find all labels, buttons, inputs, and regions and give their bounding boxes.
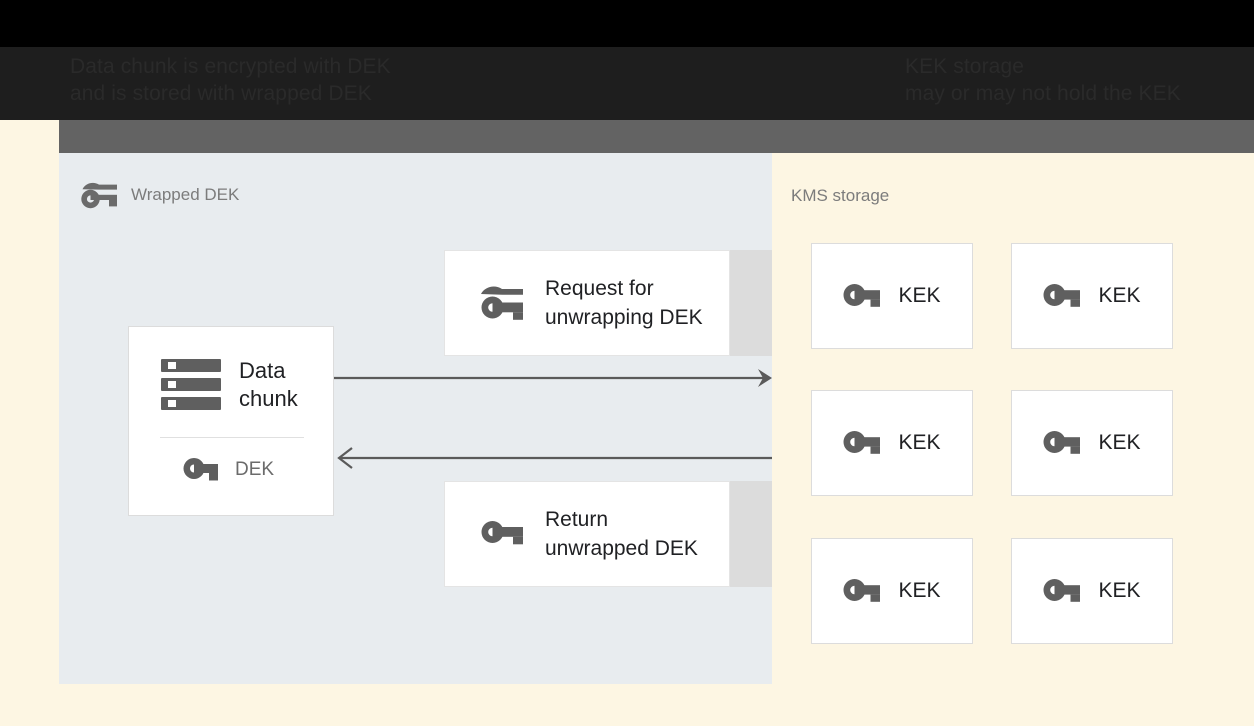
kek-card: KEK — [1011, 243, 1173, 349]
key-icon — [843, 578, 881, 605]
return-unwrapped-label: Return unwrapped DEK — [545, 508, 698, 560]
header-notch — [0, 98, 59, 120]
return-card-shadow — [730, 481, 772, 587]
key-icon — [1043, 430, 1081, 457]
kek-label: KEK — [898, 284, 941, 307]
key-icon — [479, 518, 525, 550]
kek-card: KEK — [1011, 538, 1173, 644]
kek-card: KEK — [811, 390, 973, 496]
arrow-return-left — [337, 447, 772, 469]
kek-card: KEK — [811, 538, 973, 644]
request-unwrap-card: Request for unwrapping DEK — [444, 250, 730, 356]
key-icon — [1043, 283, 1081, 310]
kek-card: KEK — [811, 243, 973, 349]
header-strip-notch — [0, 120, 59, 153]
header-caption-right: KEK storage may or may not hold the KEK — [905, 55, 1181, 105]
header-caption-left: Data chunk is encrypted with DEK and is … — [70, 55, 391, 105]
panel-title-kms-storage: KMS storage — [791, 186, 890, 205]
data-chunk-divider — [160, 437, 304, 438]
panel-title-wrapped-dek: Wrapped DEK — [131, 185, 240, 204]
arrow-request-right — [334, 369, 772, 387]
kek-label: KEK — [1098, 431, 1141, 454]
key-icon — [1043, 578, 1081, 605]
key-icon — [183, 457, 219, 483]
key-icon — [843, 430, 881, 457]
kek-card: KEK — [1011, 390, 1173, 496]
kek-label: KEK — [898, 579, 941, 602]
request-unwrap-label: Request for unwrapping DEK — [545, 277, 703, 329]
data-chunk-label: Data chunk — [239, 358, 298, 411]
header-inner-band — [0, 47, 1254, 120]
data-chunk-card-header: Data chunk — [161, 357, 298, 413]
header-gray-strip — [0, 120, 1254, 153]
wrapped-key-icon — [79, 180, 119, 210]
data-chunk-dek-row: DEK — [183, 457, 274, 483]
kek-label: KEK — [898, 431, 941, 454]
key-icon — [843, 283, 881, 310]
data-chunk-icon — [161, 357, 221, 413]
data-chunk-dek-label: DEK — [235, 459, 275, 480]
kek-label: KEK — [1098, 284, 1141, 307]
wrapped-key-icon — [479, 283, 525, 323]
return-unwrapped-card: Return unwrapped DEK — [444, 481, 730, 587]
request-card-shadow — [730, 250, 772, 356]
data-chunk-card: Data chunk DEK — [128, 326, 334, 516]
kek-label: KEK — [1098, 579, 1141, 602]
